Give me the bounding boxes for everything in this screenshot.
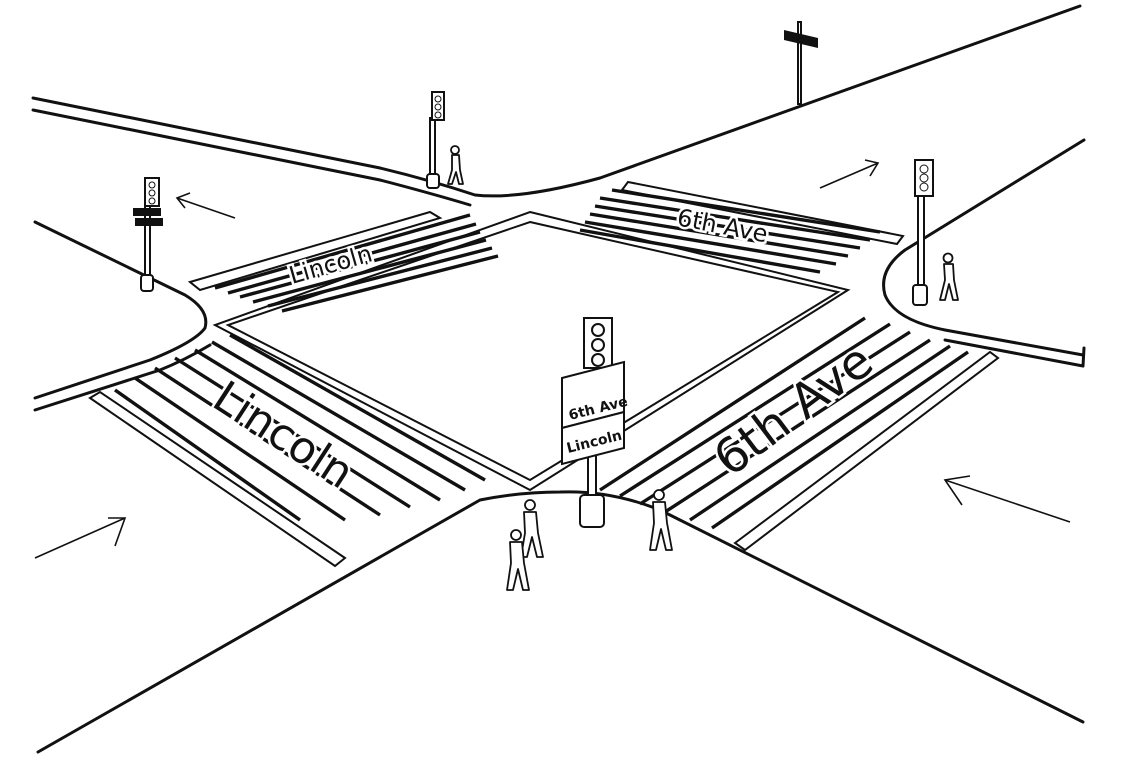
crosswalk-far-left	[187, 210, 499, 313]
curb-south-west	[33, 220, 208, 400]
center-signal-pole: 6th Ave Lincoln	[561, 317, 629, 528]
curb-north-west-inner	[31, 108, 472, 207]
pedestrian-icon	[520, 499, 544, 558]
curb-north-west	[31, 4, 1082, 198]
traffic-light-icon	[912, 159, 934, 306]
curb-south-west-inner	[33, 343, 212, 412]
direction-arrow-icon	[819, 159, 880, 189]
traffic-light-icon	[133, 177, 163, 292]
curb-south	[36, 490, 1085, 754]
direction-arrow-icon	[943, 475, 1071, 523]
direction-arrow-icon	[175, 192, 236, 219]
pedestrian-icon	[447, 145, 464, 185]
pedestrian-icon	[649, 489, 673, 551]
crosswalk-near-right	[599, 316, 1000, 552]
crosswalk-near-left	[88, 333, 486, 568]
curb-north-east	[882, 138, 1086, 357]
direction-arrows	[34, 159, 1071, 559]
crosswalk-far-right	[579, 180, 905, 274]
traffic-light-icon	[426, 91, 445, 189]
pedestrian-icon	[506, 529, 530, 591]
street-sign-post	[784, 21, 818, 105]
direction-arrow-icon	[34, 517, 127, 559]
pedestrian-icon	[939, 252, 959, 301]
traffic-light-icon	[583, 317, 613, 369]
curb-north-east-inner	[943, 338, 1086, 368]
